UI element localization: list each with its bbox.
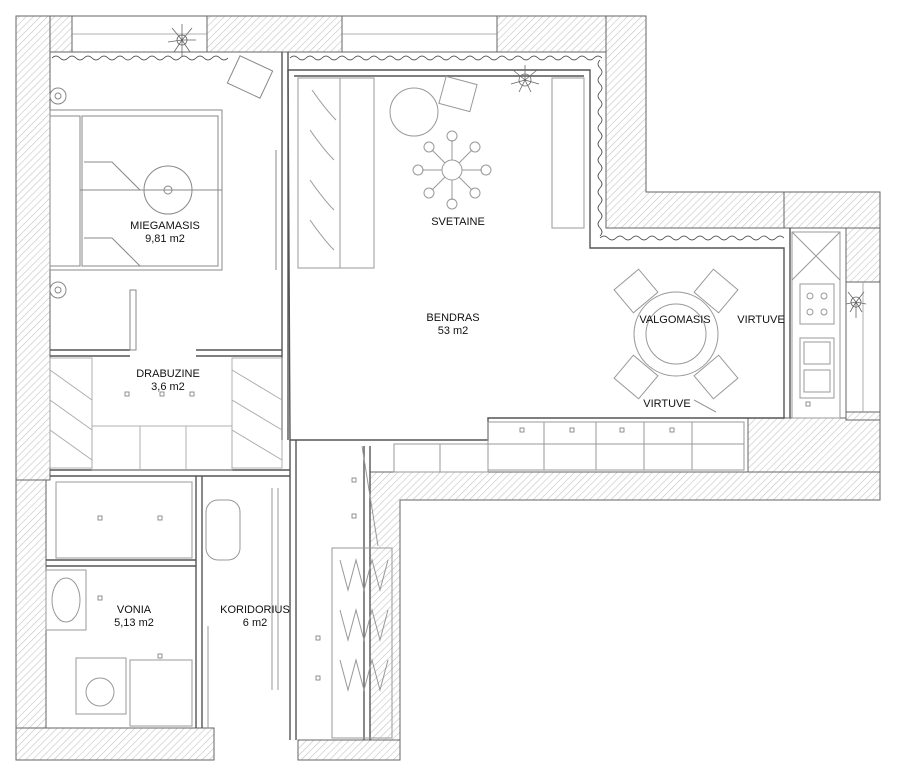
socket-markers — [97, 391, 811, 681]
bedroom-furniture — [49, 55, 277, 351]
living-furniture — [297, 75, 585, 269]
wall-bottom-corridor — [297, 739, 401, 761]
interior-walls — [46, 52, 791, 740]
room-label-living: SVETAINE — [408, 216, 508, 229]
room-name: SVETAINE — [431, 216, 485, 228]
room-label-bathroom: VONIA 5,13 m2 — [96, 604, 172, 630]
dining-table — [633, 291, 719, 377]
wall-left-upper — [15, 15, 51, 481]
plant-icons — [167, 24, 867, 318]
lamp-icon — [49, 87, 67, 105]
wardrobe-furniture — [49, 357, 283, 471]
coffee-table — [389, 87, 439, 137]
room-name: VALGOMASIS — [639, 314, 711, 326]
plant-icon — [167, 24, 196, 56]
shower — [55, 481, 193, 559]
room-area: 53 m2 — [437, 325, 469, 337]
plant-icon — [845, 291, 867, 318]
room-area: 3,6 m2 — [151, 381, 185, 393]
cooktop — [799, 283, 835, 325]
plant-icon — [510, 65, 540, 93]
room-name: DRABUZINE — [136, 368, 200, 380]
room-area: 6 m2 — [242, 617, 268, 629]
room-area: 9,81 m2 — [145, 233, 185, 245]
shoe-rack — [331, 547, 393, 739]
room-label-kitchen-top: VIRTUVE — [730, 314, 792, 327]
room-name: BENDRAS — [426, 312, 480, 324]
room-name: MIEGAMASIS — [130, 220, 200, 232]
armchair — [438, 75, 478, 113]
bathroom-furniture — [45, 481, 241, 727]
room-label-corridor: KORIDORIUS 6 m2 — [214, 604, 296, 630]
room-label-bedroom: MIEGAMASIS 9,81 m2 — [118, 220, 212, 246]
dining-furniture — [613, 268, 739, 413]
room-area: 5,13 m2 — [114, 617, 154, 629]
room-label-kitchen-bottom: VIRTUVE — [636, 398, 698, 411]
lamp-icon — [49, 281, 67, 299]
room-label-wardrobe: DRABUZINE 3,6 m2 — [122, 368, 214, 394]
chair — [205, 499, 241, 561]
kitchen-furniture — [791, 231, 841, 419]
room-name: VIRTUVE — [643, 398, 691, 410]
room-name: KORIDORIUS — [220, 604, 290, 616]
wall-left-lower — [15, 479, 47, 761]
room-name: VIRTUVE — [737, 314, 785, 326]
tv-cabinet — [551, 77, 585, 229]
room-label-dining: VALGOMASIS — [626, 314, 724, 327]
armchair — [226, 55, 274, 99]
toilet — [75, 657, 127, 715]
kitchen-counter — [393, 421, 745, 473]
wall-right-upper — [605, 15, 785, 229]
washbasin — [45, 569, 87, 631]
ceiling-lamp-icon — [412, 130, 492, 210]
sink — [799, 337, 835, 399]
corridor-furniture — [207, 445, 393, 739]
wall-bottom-left — [15, 727, 215, 761]
room-name: VONIA — [116, 604, 152, 616]
sofa — [297, 77, 375, 269]
wall-bottom-middle — [369, 471, 881, 761]
room-label-common: BENDRAS 53 m2 — [408, 312, 498, 338]
balcony-railing — [51, 55, 785, 241]
